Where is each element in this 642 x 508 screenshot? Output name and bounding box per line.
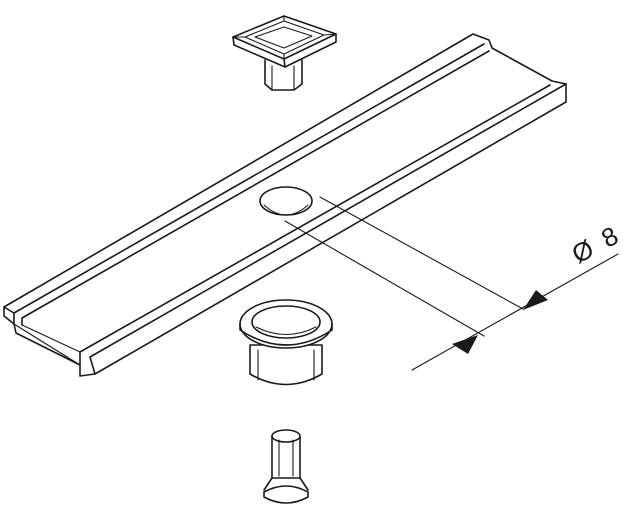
square-cap-nut [232,15,337,91]
dimension-arrow-lower [452,335,478,354]
dimension-arrow-upper [523,290,548,310]
dimension-label: Ø 8 [567,219,626,269]
flanged-bushing [239,299,333,386]
rail-profile [3,33,567,377]
diameter-dimension: Ø 8 [284,196,626,371]
countersunk-screw [263,429,309,504]
